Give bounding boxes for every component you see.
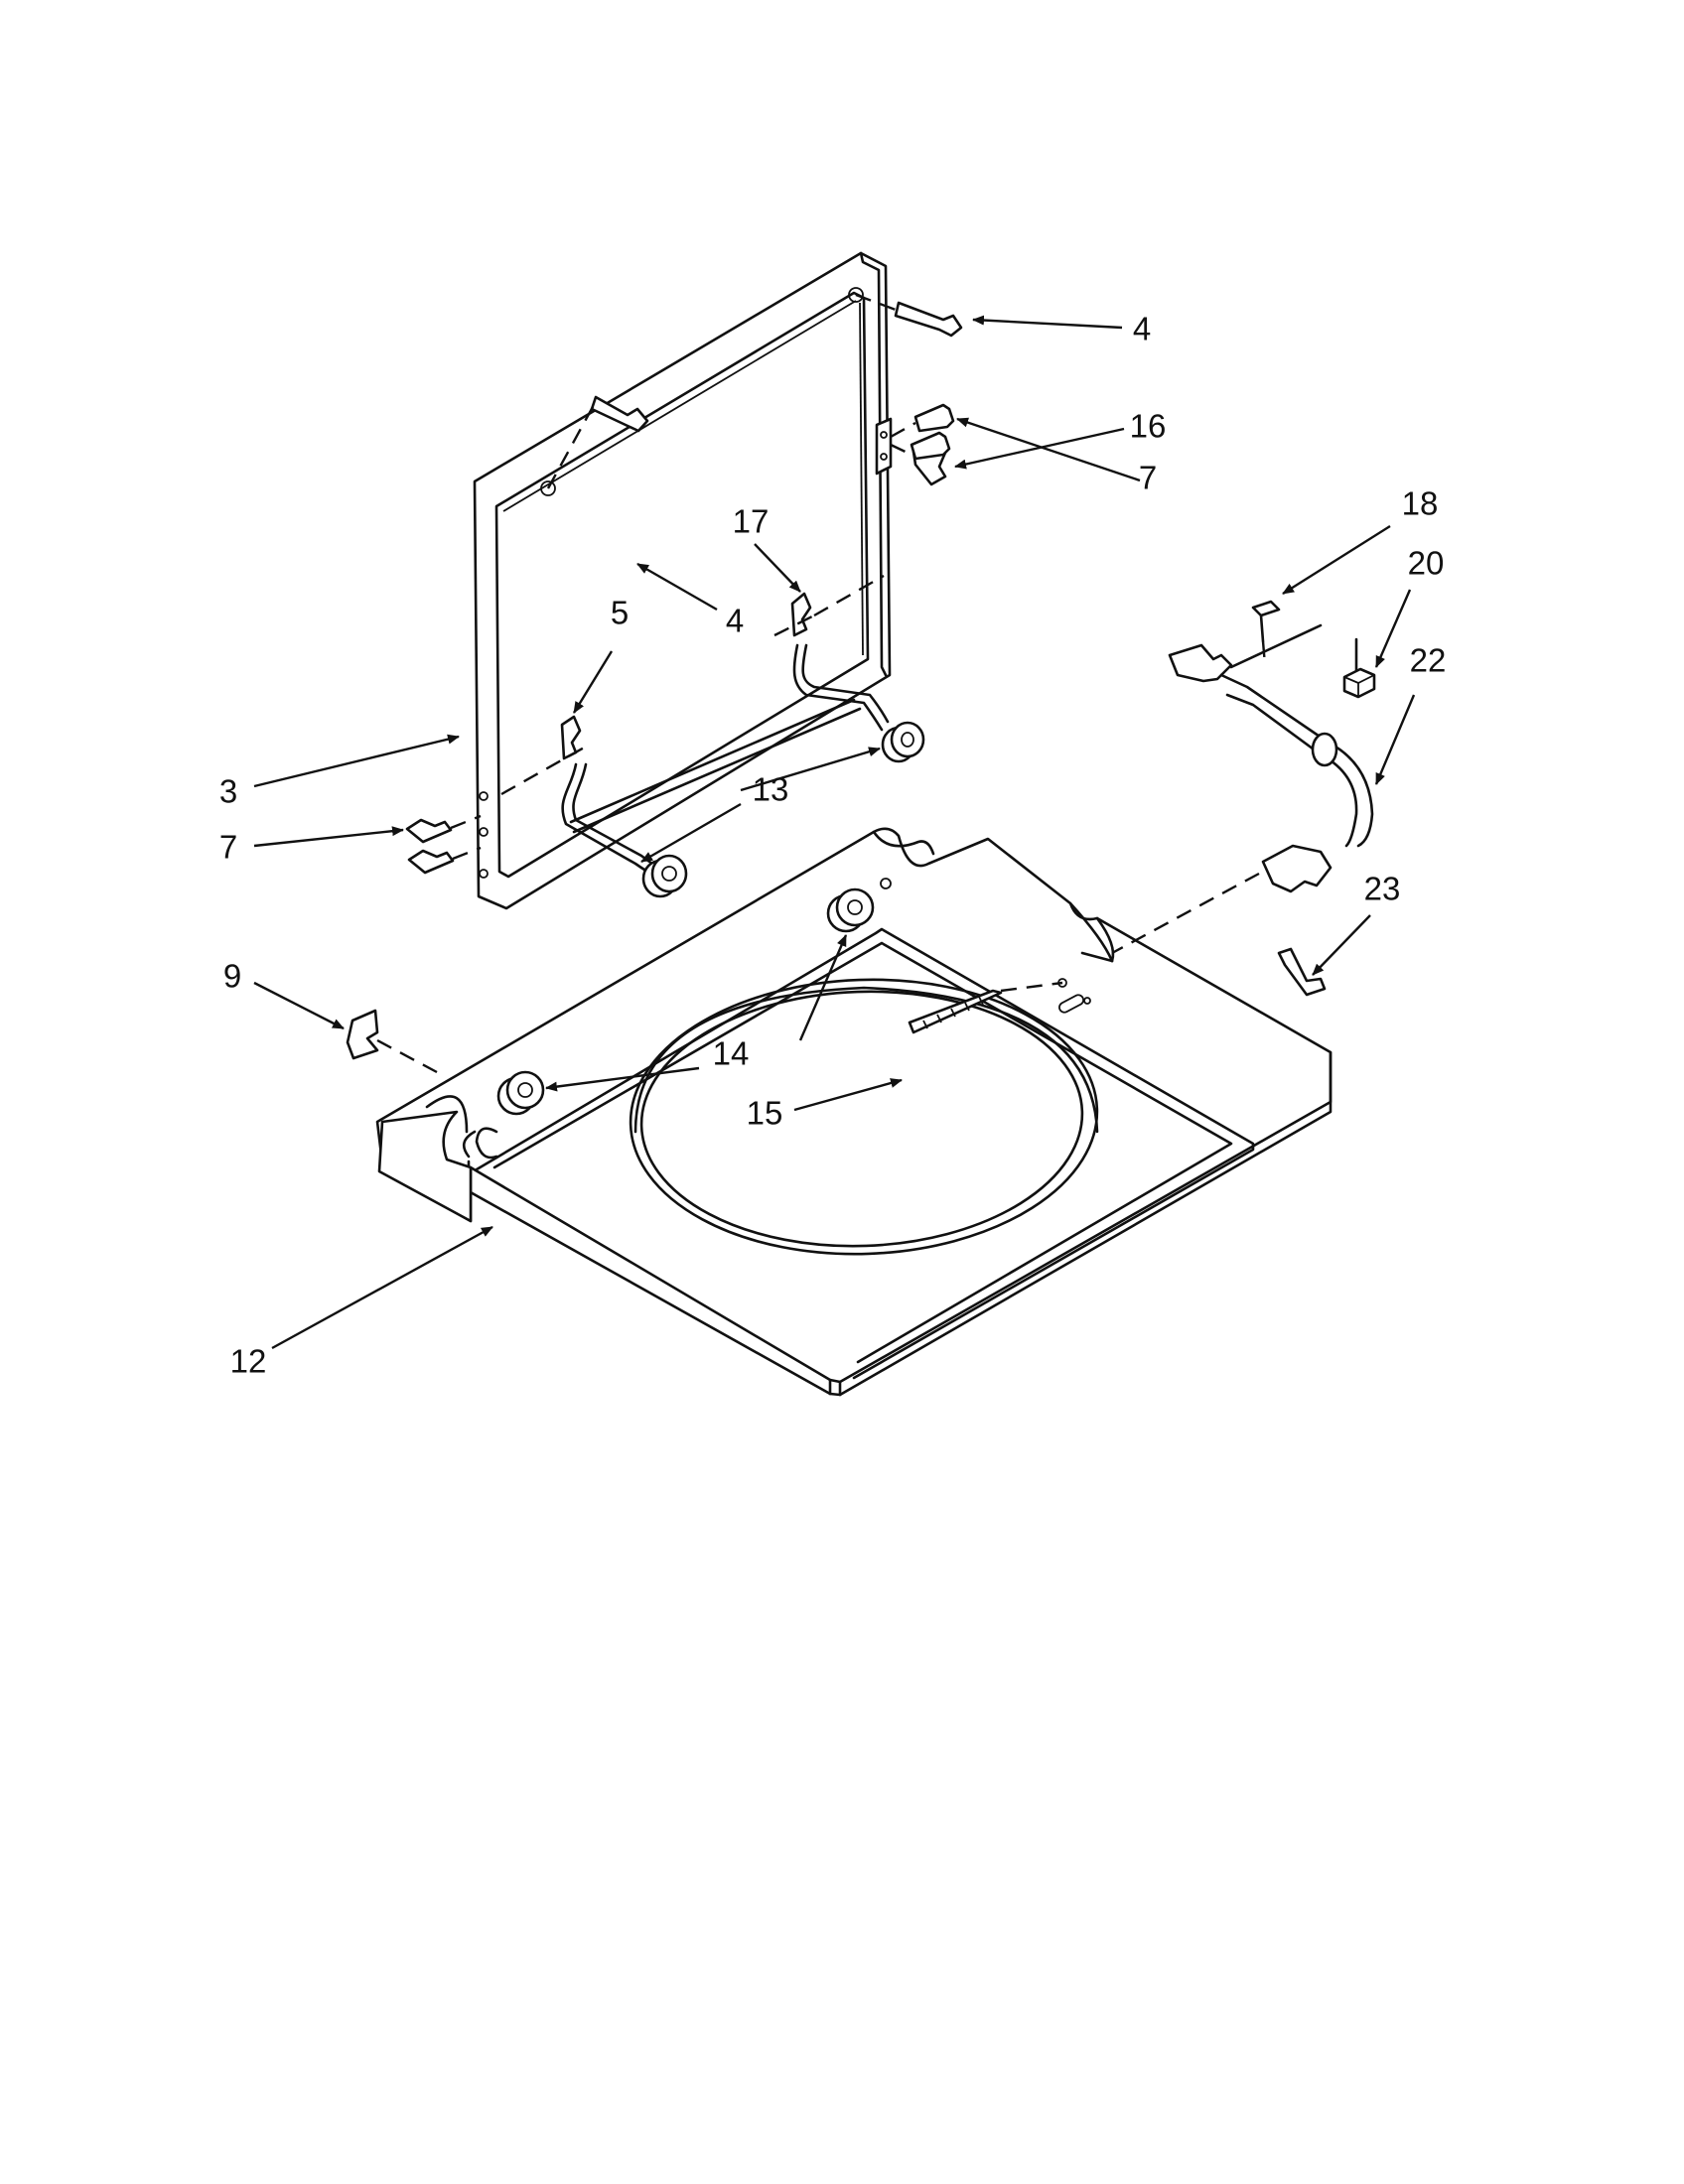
callout-7-left: 7 xyxy=(219,829,237,866)
callout-16: 16 xyxy=(1130,408,1167,445)
clamp-17 xyxy=(773,574,885,637)
bumper-13-right xyxy=(881,721,925,763)
leader-arrow-18 xyxy=(1282,524,1391,596)
lid-switch-assembly xyxy=(1111,623,1374,955)
leader-arrow-13-right xyxy=(740,747,881,792)
callout-13: 13 xyxy=(753,771,789,808)
hinge-pin-4-upper xyxy=(855,293,963,338)
leader-arrow-5 xyxy=(572,650,614,714)
callout-7-right: 7 xyxy=(1139,460,1157,496)
clamp-5 xyxy=(500,715,587,796)
callout-23: 23 xyxy=(1364,871,1401,907)
clip-23 xyxy=(1277,947,1327,997)
hinge-pin-4-lower xyxy=(546,395,649,489)
leader-arrow-14-back xyxy=(798,934,848,1041)
leader-arrow-4-upper xyxy=(972,315,1123,330)
screw-7-left-lower xyxy=(407,846,482,875)
tub-opening xyxy=(629,978,1099,1256)
callout-15: 15 xyxy=(747,1095,783,1132)
callout-22: 22 xyxy=(1410,642,1447,679)
callout-4-upper: 4 xyxy=(1133,311,1151,347)
callout-18: 18 xyxy=(1402,485,1439,522)
callout-5: 5 xyxy=(611,595,629,631)
leader-arrow-22 xyxy=(1374,694,1416,785)
callout-20: 20 xyxy=(1408,545,1445,582)
leader-arrow-20 xyxy=(1374,589,1412,668)
leader-arrow-9 xyxy=(253,981,345,1030)
callout-14: 14 xyxy=(713,1035,750,1072)
leader-arrow-15 xyxy=(793,1078,903,1112)
lid-wire-rod xyxy=(561,643,890,881)
bumper-13-left xyxy=(641,854,688,898)
leader-arrow-3 xyxy=(253,734,460,788)
leader-arrow-14-front xyxy=(545,1066,700,1092)
leader-arrow-23 xyxy=(1312,914,1371,976)
leader-arrow-13-left xyxy=(640,802,742,864)
callout-9: 9 xyxy=(223,958,241,995)
leader-lines xyxy=(253,315,1416,1350)
screw-15 xyxy=(908,981,1063,1034)
leader-arrow-4-lower xyxy=(636,562,718,612)
screw-18 xyxy=(1251,600,1281,666)
callout-labels: 4 16 7 17 4 5 3 13 7 9 14 15 12 18 20 22… xyxy=(219,311,1447,1380)
leader-arrow-12 xyxy=(271,1225,493,1350)
clip-9 xyxy=(346,1009,438,1074)
screw-7-left-upper xyxy=(405,814,482,844)
screw-7-right-lower xyxy=(910,431,951,461)
lid-frame xyxy=(473,251,893,910)
nut-20 xyxy=(1342,667,1376,699)
screw-7-right-upper xyxy=(890,403,955,439)
bumper-14-back xyxy=(826,887,875,933)
callout-3: 3 xyxy=(219,773,237,810)
bumper-14-front xyxy=(496,1070,545,1116)
leader-arrow-7-right xyxy=(956,417,1141,482)
callout-17: 17 xyxy=(733,503,770,540)
leader-arrow-7-left xyxy=(253,826,404,848)
callout-4-lower: 4 xyxy=(726,603,744,639)
callout-12: 12 xyxy=(230,1343,267,1380)
leader-arrow-17 xyxy=(754,543,801,593)
